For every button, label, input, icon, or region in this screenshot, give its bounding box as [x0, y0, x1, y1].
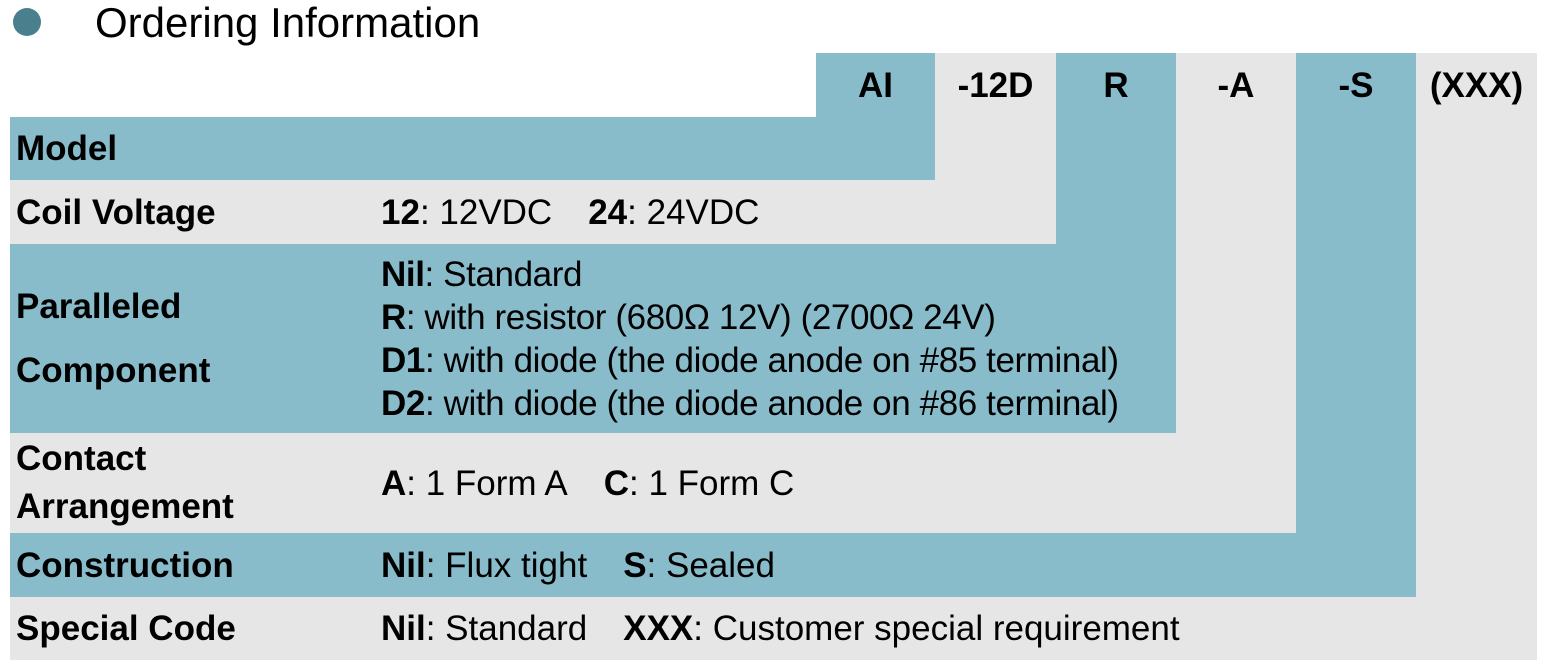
option-desc: : Flux tight — [425, 545, 588, 585]
row-label-coil-voltage: Coil Voltage — [10, 180, 374, 244]
option-desc: : with diode (the diode anode on #86 ter… — [424, 383, 1119, 423]
row-value-model — [374, 117, 816, 180]
option-code: S — [623, 545, 647, 585]
option-code: XXX — [623, 609, 694, 648]
option-desc: : 24VDC — [627, 192, 760, 232]
option-code: 24 — [588, 192, 628, 232]
option-code: A — [381, 463, 407, 503]
option-code: C — [603, 463, 629, 503]
code-contact-arrangement: -A — [1176, 53, 1296, 117]
option-desc: : with diode (the diode anode on #85 ter… — [424, 340, 1119, 380]
section-bullet-icon — [13, 8, 41, 36]
row-label-line: Paralleled — [16, 286, 182, 326]
row-label-construction: Construction — [10, 533, 374, 597]
row-value-construction: Nil: Flux tight S: Sealed — [374, 533, 1416, 597]
option-desc: : 12VDC — [419, 192, 553, 232]
option-desc: : 1 Form A — [406, 463, 568, 503]
option-code: D1 — [381, 340, 425, 380]
code-construction: -S — [1296, 53, 1416, 117]
row-label-line: Contact — [16, 439, 147, 478]
row-label-contact-arrangement: Contact Arrangement — [10, 433, 374, 533]
row-value-paralleled-component: Nil: Standard R: with resistor (680Ω 12V… — [374, 244, 1176, 433]
code-special-code: (XXX) — [1416, 53, 1537, 117]
option-desc: : Standard — [424, 254, 583, 294]
row-label-paralleled-component: Paralleled Component — [10, 244, 374, 433]
option-desc: : with resistor (680Ω 12V) (2700Ω 24V) — [405, 297, 996, 337]
option-desc: : Standard — [425, 609, 588, 648]
row-label-special-code: Special Code — [10, 597, 374, 660]
option-desc: : Customer special requirement — [693, 609, 1180, 648]
column-bar-paralleled-component — [1056, 117, 1176, 244]
column-bar-special-code — [1416, 117, 1537, 597]
column-bar-contact-arrangement — [1176, 117, 1296, 433]
option-desc: : Sealed — [646, 545, 775, 585]
option-code: Nil — [381, 254, 425, 294]
option-desc: : 1 Form C — [629, 463, 795, 503]
row-label-line: Component — [16, 350, 211, 390]
column-bar-coil-voltage — [935, 117, 1056, 180]
option-code: Nil — [381, 545, 426, 585]
option-code: 12 — [381, 192, 420, 232]
row-label-model: Model — [10, 117, 374, 180]
column-bar-construction — [1296, 117, 1416, 533]
code-coil-voltage: -12D — [935, 53, 1056, 117]
row-value-coil-voltage: 12: 12VDC 24: 24VDC — [374, 180, 1056, 244]
option-code: R — [381, 297, 406, 337]
column-bar-model — [816, 117, 935, 180]
section-title: Ordering Information — [95, 0, 481, 46]
option-code: Nil — [381, 609, 426, 648]
option-code: D2 — [381, 383, 425, 423]
row-value-special-code: Nil: Standard XXX: Customer special requi… — [374, 597, 1537, 660]
code-paralleled-component: R — [1056, 53, 1176, 117]
row-value-contact-arrangement: A: 1 Form A C: 1 Form C — [374, 433, 1296, 533]
code-model: AI — [816, 53, 935, 117]
row-label-line: Arrangement — [16, 487, 234, 526]
